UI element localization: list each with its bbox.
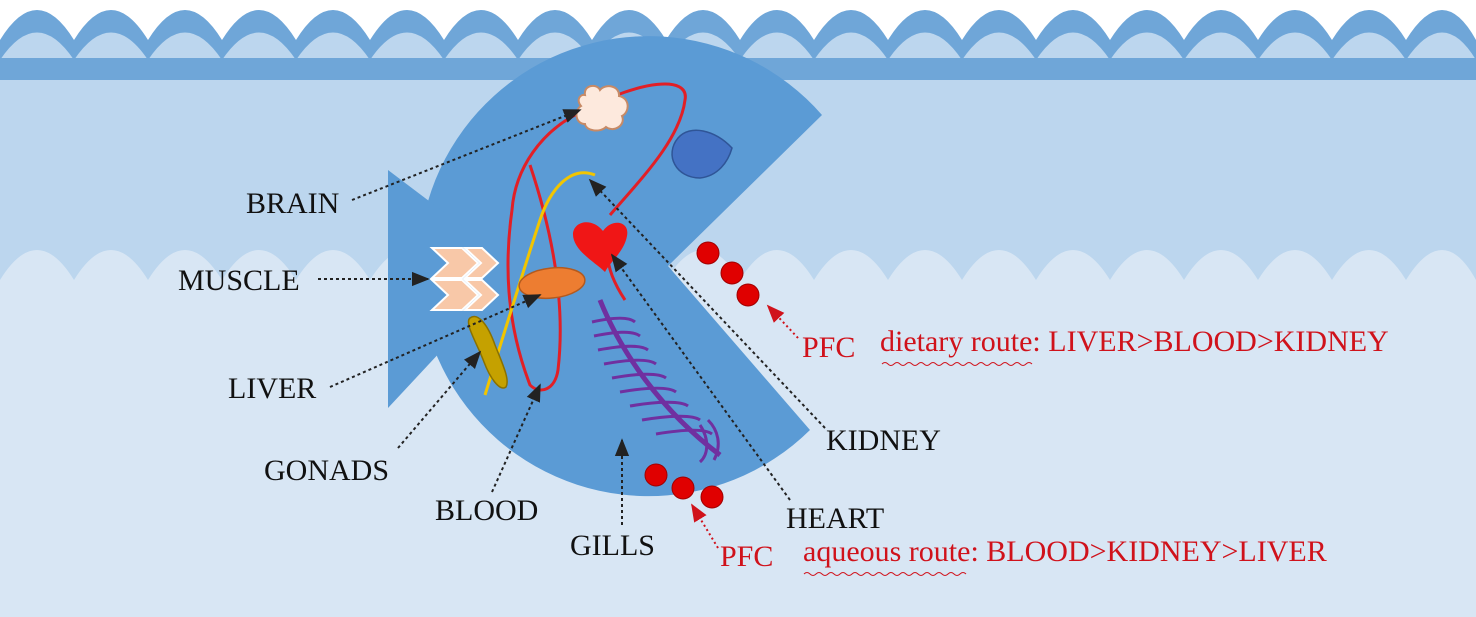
fish-tail	[388, 170, 470, 408]
label-heart: HEART	[786, 502, 884, 535]
dietary-route-arrow	[766, 304, 799, 339]
heart-leader-arrow	[610, 253, 791, 501]
pfc-dots-dietary	[696, 241, 760, 307]
spellcheck-squiggle-aqueous	[803, 572, 967, 576]
upper-wave-crests	[0, 10, 1476, 60]
label-brain: BRAIN	[246, 187, 339, 220]
label-muscle: MUSCLE	[178, 264, 300, 297]
gonads-organ	[467, 315, 508, 389]
spellcheck-squiggle-dietary	[881, 362, 1033, 366]
aqueous-route-label: aqueous route: BLOOD>KIDNEY>LIVER	[803, 535, 1327, 568]
gills-organ	[591, 299, 722, 464]
pfc-dots-aqueous	[644, 463, 724, 509]
liver-organ	[518, 266, 586, 300]
label-gonads: GONADS	[264, 454, 389, 487]
liver-leader-arrow	[329, 294, 542, 388]
label-liver: LIVER	[228, 372, 316, 405]
brain-leader-arrow	[351, 109, 582, 201]
brain-organ	[575, 84, 629, 132]
label-blood: BLOOD	[435, 494, 538, 527]
dietary-route-label: dietary route: LIVER>BLOOD>KIDNEY	[880, 325, 1389, 358]
kidney-leader-arrow	[588, 178, 826, 429]
aqueous-pfc-label: PFC	[720, 540, 773, 573]
yellow-vessel	[483, 171, 596, 396]
eye	[671, 129, 733, 179]
muscle-organ	[429, 247, 500, 311]
dietary-pfc-label: PFC	[802, 331, 855, 364]
aqueous-route-arrow	[691, 503, 719, 549]
blood-leader-arrow	[491, 383, 541, 493]
label-kidney: KIDNEY	[826, 424, 941, 457]
label-gills: GILLS	[570, 529, 655, 562]
